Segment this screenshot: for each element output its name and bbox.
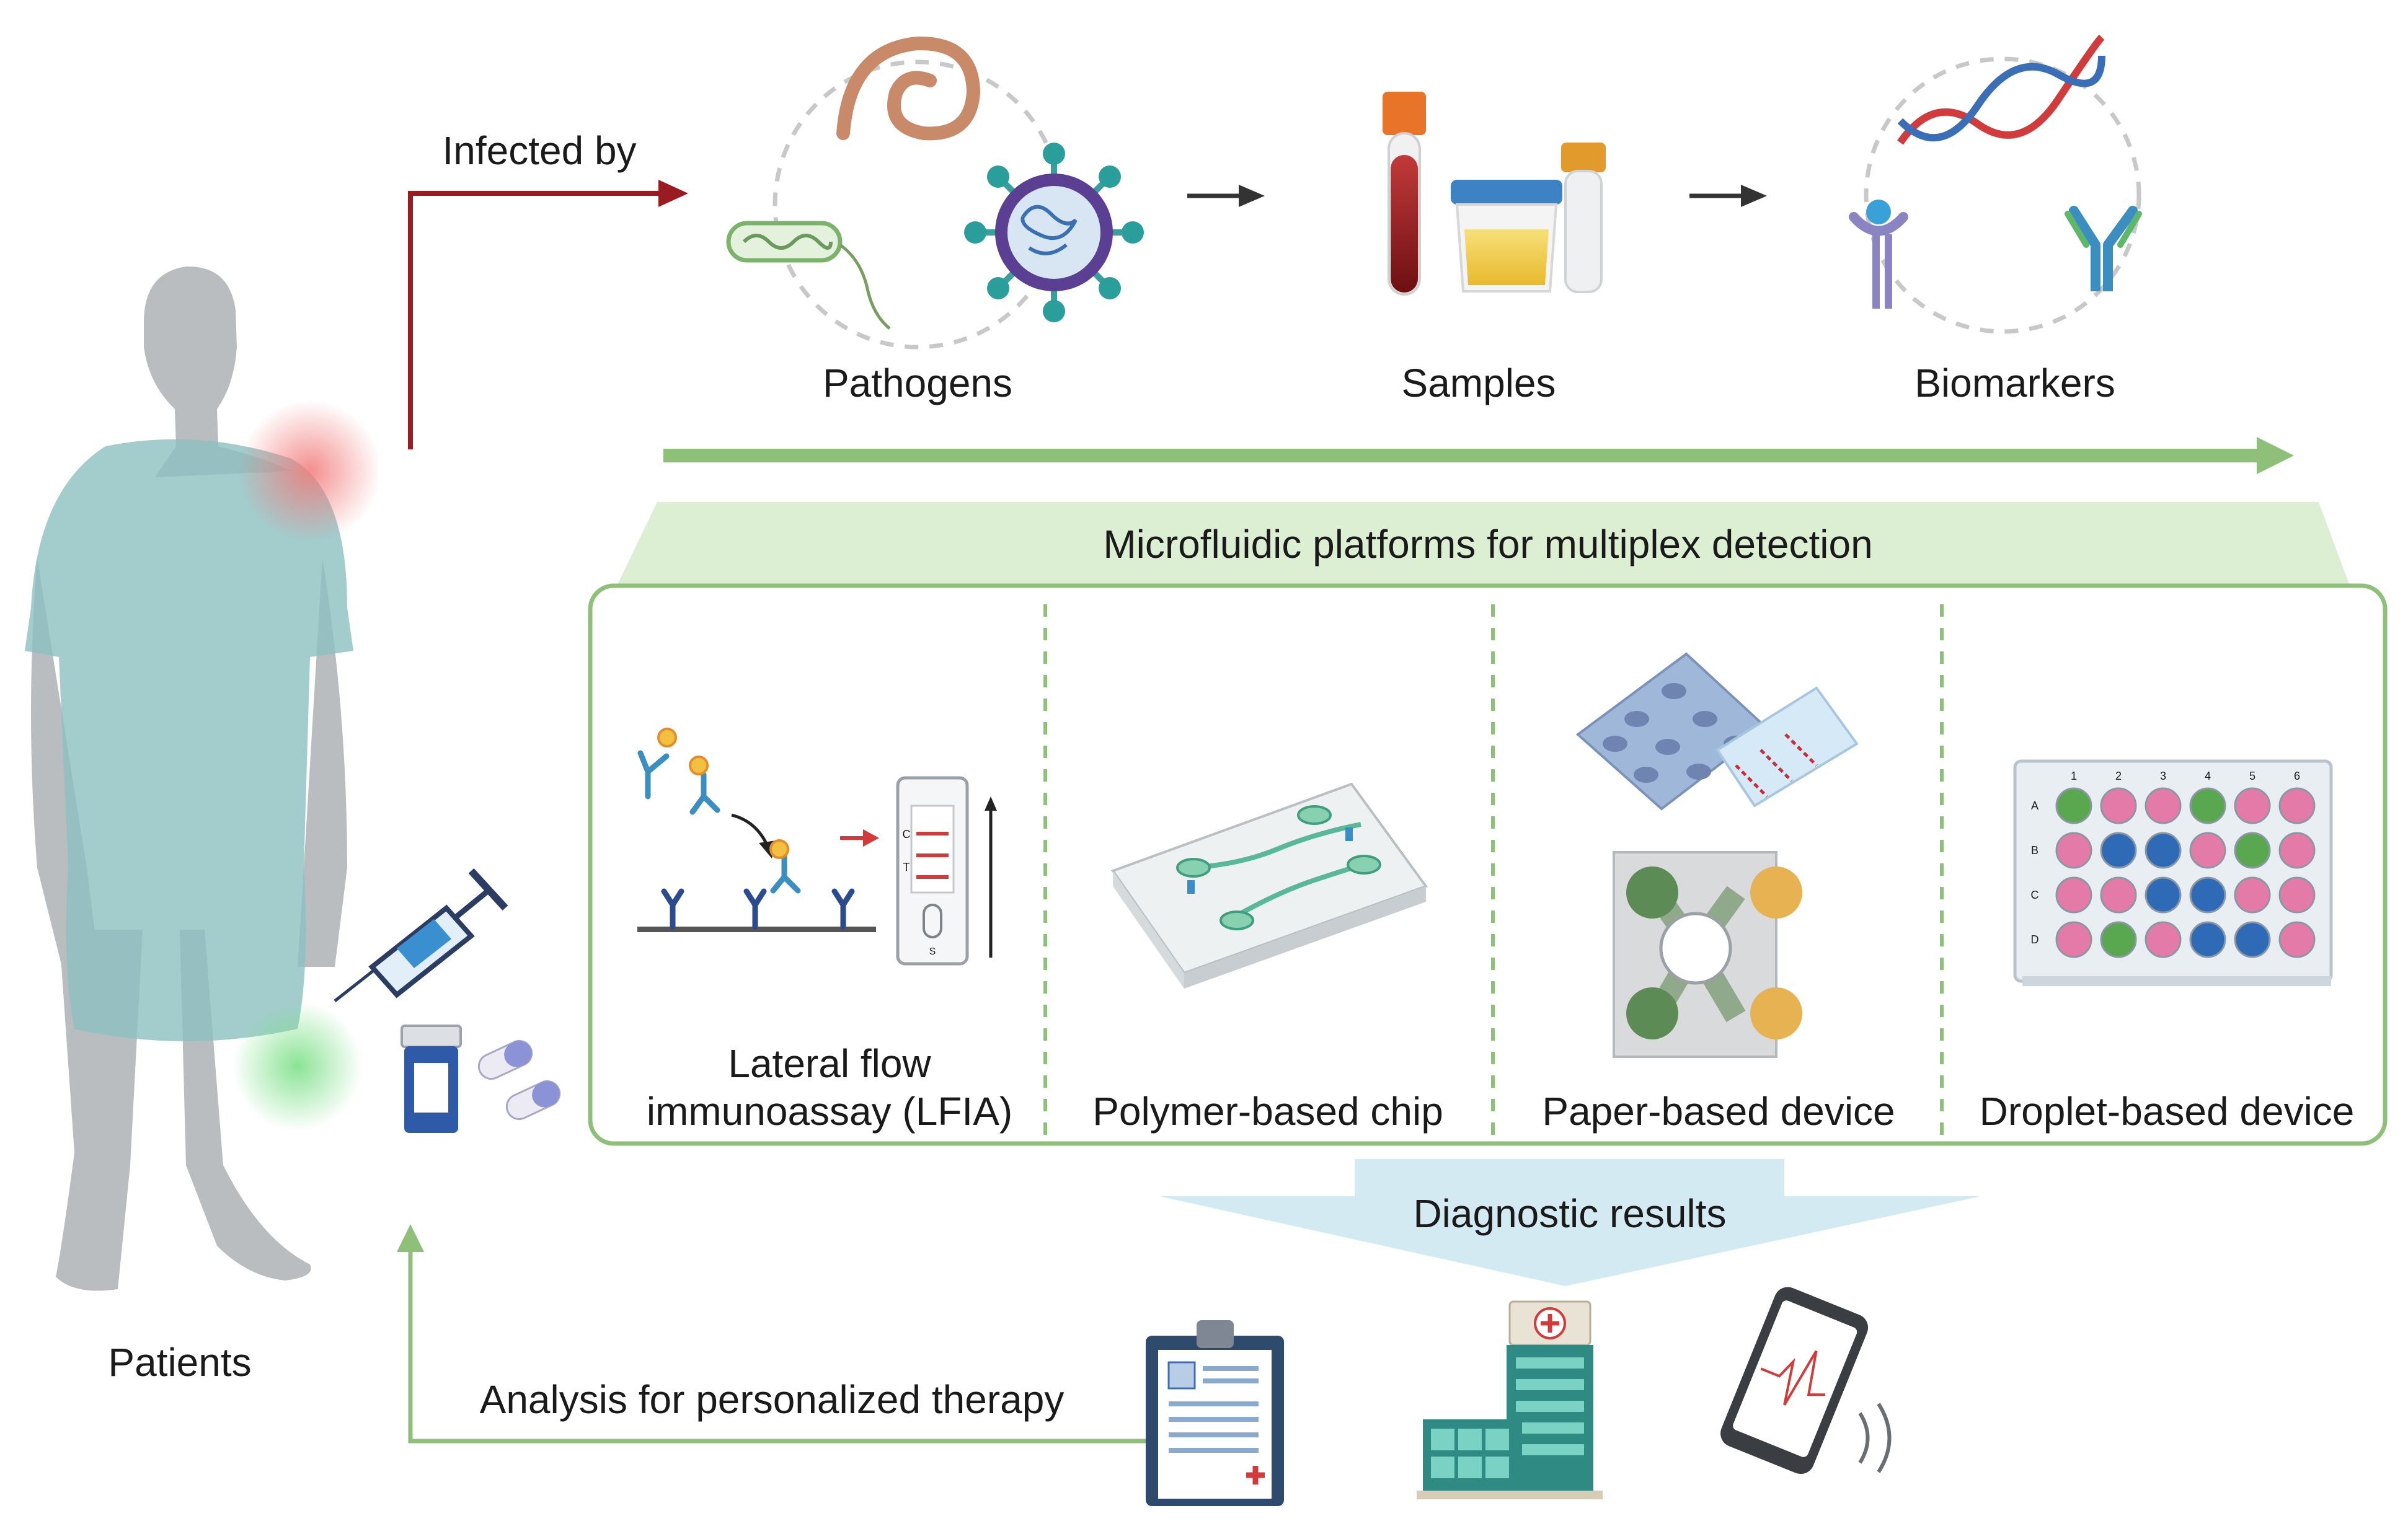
smartphone-icon xyxy=(1720,1287,1892,1475)
workflow-arrow xyxy=(663,437,2294,474)
lfia-sample-mark: S xyxy=(929,946,936,957)
lfia-label-line1: Lateral flow xyxy=(728,1041,931,1086)
well-A2 xyxy=(2100,787,2137,824)
well-plate-illustration: 1 2 3 4 5 6 A B C D xyxy=(2013,759,2333,986)
hospital-icon xyxy=(1417,1300,1603,1499)
treatment-glow xyxy=(232,1001,363,1131)
well-C5 xyxy=(2234,876,2271,914)
capsule-icon xyxy=(477,1039,561,1121)
well-row-label: C xyxy=(2031,889,2039,901)
lfia-illustration: C T S xyxy=(637,728,997,966)
well-C3 xyxy=(2145,876,2182,914)
results-banner xyxy=(1159,1159,1981,1286)
well-A1 xyxy=(2055,787,2092,824)
antibody-icon xyxy=(637,728,677,800)
well-D6 xyxy=(2278,921,2316,958)
pathogens-label: Pathogens xyxy=(823,361,1012,405)
well-C6 xyxy=(2278,876,2316,914)
well-column-label: 4 xyxy=(2205,770,2211,782)
biomarkers-circle xyxy=(1864,56,2141,334)
analysis-label: Analysis for personalized therapy xyxy=(480,1377,1065,1422)
well-B1 xyxy=(2055,832,2092,869)
well-A6 xyxy=(2278,787,2316,824)
well-row-label: A xyxy=(2031,800,2038,812)
patient-figure xyxy=(25,266,381,1291)
well-D2 xyxy=(2100,921,2137,958)
panel-dividers xyxy=(1043,604,1944,1140)
therapy-feedback-arrow xyxy=(397,1224,1150,1444)
paper-device-illustration xyxy=(1575,652,1859,1058)
platforms-header: Microfluidic platforms for multiplex det… xyxy=(1103,522,1872,567)
well-D4 xyxy=(2189,921,2226,958)
well-A5 xyxy=(2234,787,2271,824)
infected-by-label: Infected by xyxy=(442,128,636,173)
worm-icon xyxy=(836,36,981,141)
well-column-label: 2 xyxy=(2115,770,2122,782)
patients-label: Patients xyxy=(108,1340,251,1385)
swab-tube-icon xyxy=(1561,143,1606,293)
polymer-chip-label: Polymer-based chip xyxy=(1092,1089,1443,1134)
lfia-control-mark: C xyxy=(903,828,911,840)
clipboard-icon xyxy=(1146,1320,1284,1506)
bacterium-icon xyxy=(726,221,891,330)
platforms-panel xyxy=(588,583,2388,1146)
paper-device-label: Paper-based device xyxy=(1542,1089,1895,1134)
lfia-label-line2: immunoassay (LFIA) xyxy=(647,1089,1012,1134)
arrow-to-samples xyxy=(1187,185,1265,207)
well-D1 xyxy=(2055,921,2092,958)
well-column-label: 6 xyxy=(2294,770,2300,782)
polymer-chip-illustration xyxy=(1110,782,1428,989)
antibody-icon xyxy=(689,756,720,815)
well-column-label: 5 xyxy=(2249,770,2255,782)
lfia-strip-icon: C T S xyxy=(896,776,969,966)
dna-icon xyxy=(1897,34,2105,145)
diagnostic-results-label: Diagnostic results xyxy=(1413,1191,1726,1236)
well-B6 xyxy=(2278,832,2316,869)
samples-label: Samples xyxy=(1402,361,1556,405)
urine-cup-icon xyxy=(1451,180,1562,293)
droplet-device-label: Droplet-based device xyxy=(1980,1089,2355,1134)
well-C1 xyxy=(2055,876,2092,914)
lfia-test-mark: T xyxy=(903,861,910,873)
well-B3 xyxy=(2145,832,2182,869)
well-C4 xyxy=(2189,876,2226,914)
infected-by-arrow xyxy=(408,180,688,449)
syringe-icon xyxy=(334,868,508,1002)
well-B5 xyxy=(2234,832,2271,869)
gown-icon xyxy=(25,439,353,1041)
infection-glow xyxy=(239,400,381,542)
antibody-icon xyxy=(769,839,801,894)
well-B4 xyxy=(2189,832,2226,869)
virus-icon xyxy=(964,143,1144,322)
well-B2 xyxy=(2100,832,2137,869)
blood-tube-icon xyxy=(1383,92,1426,296)
biomarkers-label: Biomarkers xyxy=(1914,361,2115,405)
well-A3 xyxy=(2145,787,2182,824)
pill-bottle-icon xyxy=(401,1025,462,1133)
well-row-label: B xyxy=(2031,844,2038,857)
receptor-icon xyxy=(1849,200,1908,309)
well-A4 xyxy=(2189,787,2226,824)
well-C2 xyxy=(2100,876,2137,914)
well-row-label: D xyxy=(2031,933,2039,946)
antibody-icon xyxy=(2065,206,2142,291)
well-column-label: 3 xyxy=(2160,770,2166,782)
well-D3 xyxy=(2145,921,2182,958)
well-D5 xyxy=(2234,921,2271,958)
platforms-banner xyxy=(617,502,2350,586)
arrow-to-biomarkers xyxy=(1689,185,1767,207)
well-column-label: 1 xyxy=(2071,770,2077,782)
